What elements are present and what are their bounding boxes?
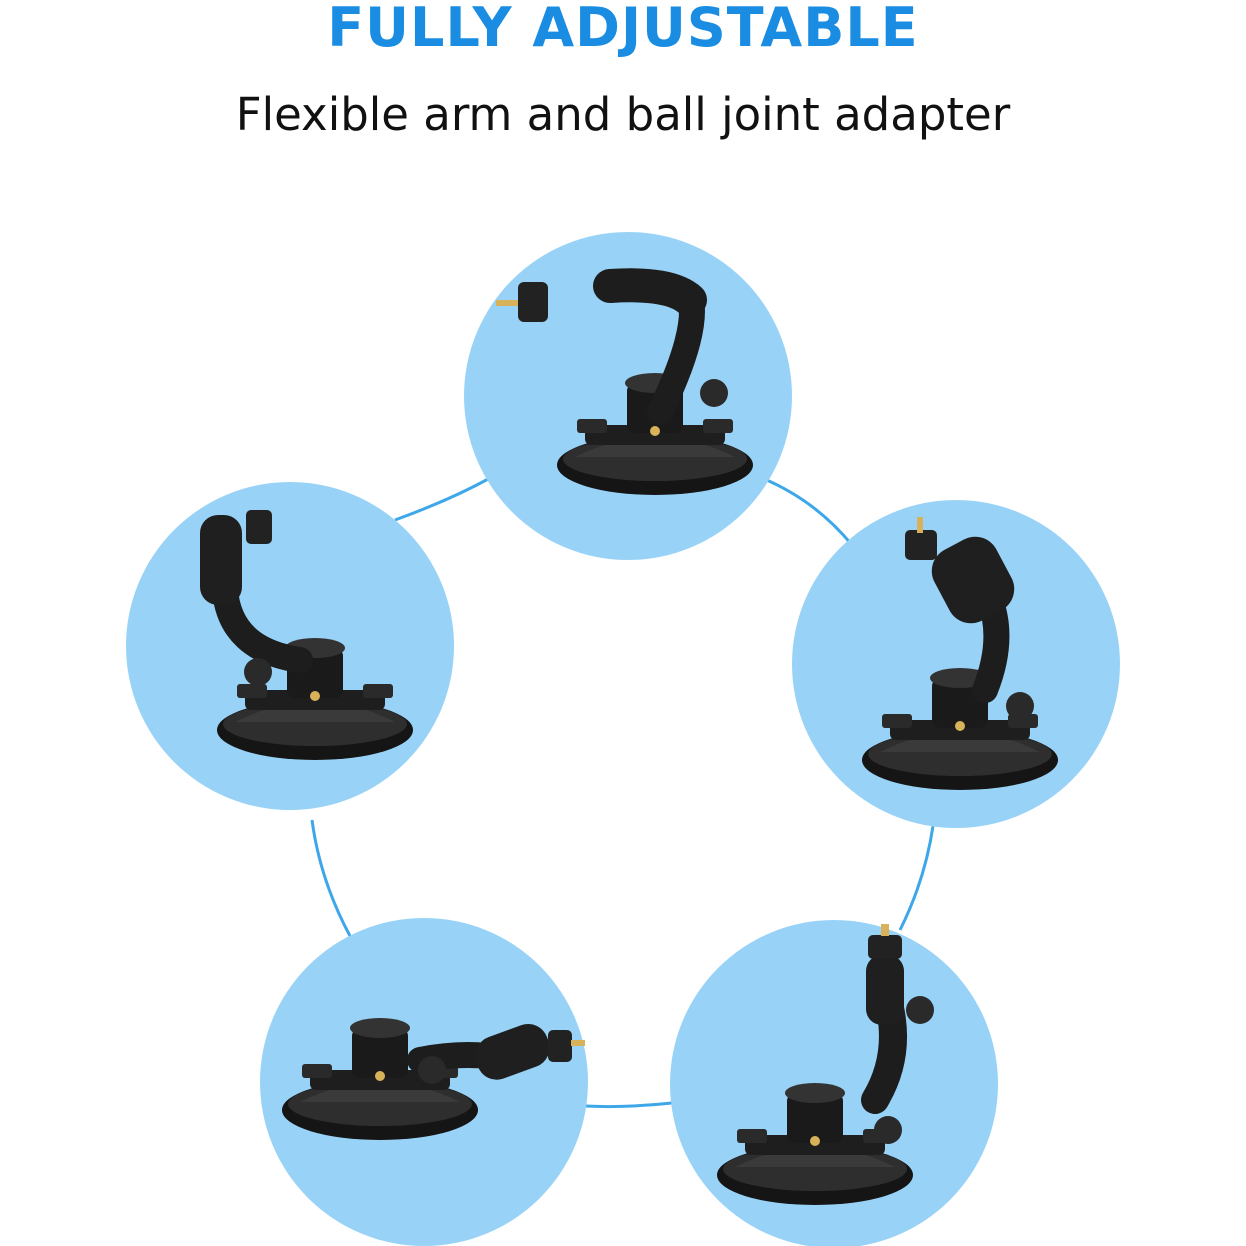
connector-ring xyxy=(310,476,935,1109)
mount-view-top xyxy=(464,232,792,560)
page-title: FULLY ADJUSTABLE xyxy=(327,0,919,59)
mount-view-bottom-left xyxy=(260,918,588,1246)
mount-view-bottom-right xyxy=(670,920,998,1246)
mount-view-left xyxy=(126,482,454,810)
page-subtitle: Flexible arm and ball joint adapter xyxy=(235,88,1011,141)
mount-view-right xyxy=(792,500,1120,828)
